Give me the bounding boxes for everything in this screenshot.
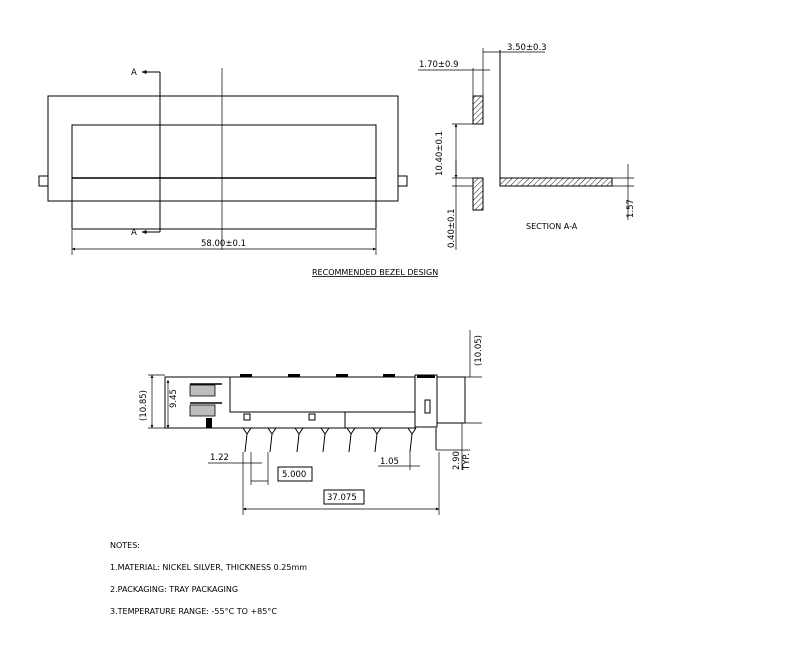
dim-wall-thickness: 1.70±0.9 bbox=[419, 60, 459, 70]
section-marker-top: A bbox=[131, 68, 137, 78]
pin-6 bbox=[372, 427, 382, 453]
note-material: 1.MATERIAL: NICKEL SILVER, THICKNESS 0.2… bbox=[110, 563, 307, 572]
pin-7 bbox=[407, 427, 417, 453]
dim-front-height: (10.05) bbox=[474, 335, 484, 366]
latch-window bbox=[424, 399, 431, 414]
bezel-outline bbox=[47, 95, 399, 202]
note-packaging: 2.PACKAGING: TRAY PACKAGING bbox=[110, 585, 238, 594]
dim-overall-height: (10.85) bbox=[139, 390, 149, 421]
pin-1 bbox=[242, 427, 252, 453]
total-length-box bbox=[323, 489, 365, 505]
shelf bbox=[499, 177, 613, 187]
wall-lower bbox=[472, 177, 484, 211]
pin-4 bbox=[320, 427, 330, 453]
wall-upper bbox=[472, 95, 484, 125]
rear-latch-lower bbox=[189, 404, 216, 417]
front-face bbox=[436, 376, 466, 424]
bezel-right-tab bbox=[397, 175, 408, 187]
front-cage bbox=[414, 374, 438, 428]
bezel-left-tab bbox=[38, 175, 49, 187]
section-a-a-view: 3.50±0.3 1.70±0.9 10.40±0.1 0.40±0.1 1.5… bbox=[418, 43, 636, 250]
dim-body-height: 9.45 bbox=[169, 389, 179, 408]
pin-pitch-box bbox=[277, 466, 313, 482]
pin-3 bbox=[294, 427, 304, 453]
pin-5 bbox=[346, 427, 356, 453]
pin-2 bbox=[267, 427, 277, 453]
dim-rear-pin: 1.05 bbox=[380, 457, 399, 467]
note-temperature: 3.TEMPERATURE RANGE: -55°C TO +85°C bbox=[110, 607, 277, 616]
notes-heading: NOTES: bbox=[110, 541, 140, 550]
bezel-title: RECOMMENDED BEZEL DESIGN bbox=[312, 268, 438, 277]
width-dim-label: 58.00±0.1 bbox=[201, 239, 246, 249]
connector-side-view: (10.85) 9.45 (10.05) 2.90 TYP. 1.22 5.00… bbox=[139, 330, 484, 515]
bezel-opening bbox=[71, 124, 377, 230]
rear-latch-upper bbox=[189, 384, 216, 397]
notes-block: NOTES: 1.MATERIAL: NICKEL SILVER, THICKN… bbox=[110, 541, 307, 616]
dim-pin-length: 2.90 bbox=[452, 451, 462, 470]
dim-opening-height: 10.40±0.1 bbox=[435, 131, 445, 176]
dim-pin-length-note: TYP. bbox=[462, 453, 472, 471]
section-marker-bottom: A bbox=[131, 228, 137, 238]
dim-shelf-thickness: 1.57 bbox=[626, 199, 636, 218]
bezel-top-view: A A 58.00±0.1 bbox=[38, 68, 408, 255]
dim-overall-width: 3.50±0.3 bbox=[507, 43, 547, 53]
dim-pin-pitch: 5.000 bbox=[282, 470, 306, 480]
section-label: SECTION A-A bbox=[526, 222, 578, 231]
dim-total-length: 37.075 bbox=[327, 493, 357, 503]
dim-pin-offset: 1.22 bbox=[210, 453, 229, 463]
dim-lip: 0.40±0.1 bbox=[447, 208, 457, 248]
